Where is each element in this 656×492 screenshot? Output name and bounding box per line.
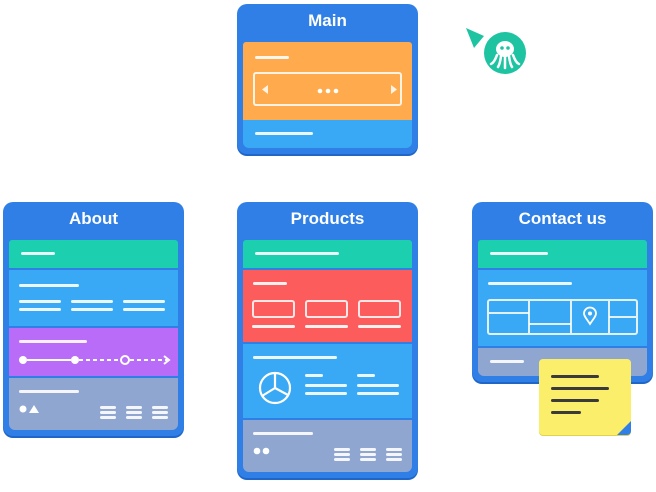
products-stats-section: [243, 344, 412, 418]
octopus-mascot-icon: [466, 28, 526, 74]
carousel-box: [253, 72, 402, 106]
products-grid-section: [243, 270, 412, 342]
about-card[interactable]: About: [3, 202, 184, 436]
products-footer-section: [243, 420, 412, 472]
carousel-dots-icon: [317, 88, 339, 94]
products-header-section: [243, 240, 412, 268]
contact-card[interactable]: Contact us: [472, 202, 653, 382]
main-hero-section: [243, 42, 412, 120]
products-card[interactable]: Products: [237, 202, 418, 478]
about-text-section: [9, 270, 178, 326]
map-box: [487, 299, 638, 335]
main-card[interactable]: Main: [237, 4, 418, 154]
contact-card-title: Contact us: [518, 209, 607, 228]
carousel-right-arrow-icon: [391, 85, 397, 94]
map-pin-icon: [583, 306, 597, 326]
sticky-note-icon: [539, 359, 631, 435]
about-footer-section: [9, 378, 178, 430]
main-card-title: Main: [308, 11, 347, 30]
products-card-title: Products: [290, 209, 365, 228]
pie-chart-icon: [258, 371, 292, 405]
about-card-title: About: [68, 209, 119, 228]
contact-map-section: [478, 270, 647, 346]
main-footer-section: [243, 120, 412, 148]
carousel-left-arrow-icon: [262, 85, 268, 94]
about-header-section: [9, 240, 178, 268]
about-timeline-section: [9, 328, 178, 376]
dots-icon: [253, 447, 270, 455]
shapes-icon: [19, 405, 39, 413]
contact-header-section: [478, 240, 647, 268]
timeline-icon: [19, 355, 171, 365]
